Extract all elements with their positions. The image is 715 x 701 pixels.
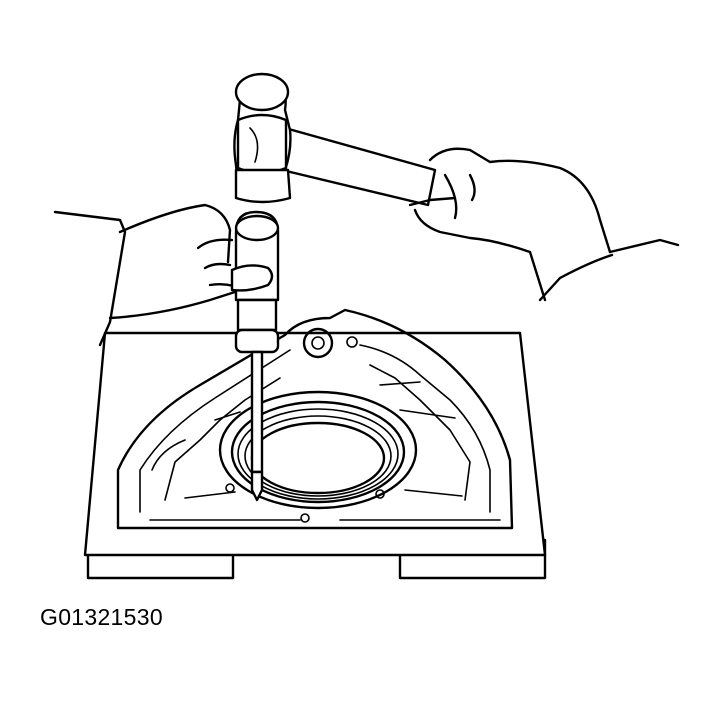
oil-seal	[218, 390, 418, 510]
hammer	[233, 72, 437, 207]
figure-code: G01321530	[40, 604, 163, 630]
left-hand	[53, 203, 237, 347]
screwdriver	[230, 210, 280, 502]
right-hand	[408, 147, 680, 302]
